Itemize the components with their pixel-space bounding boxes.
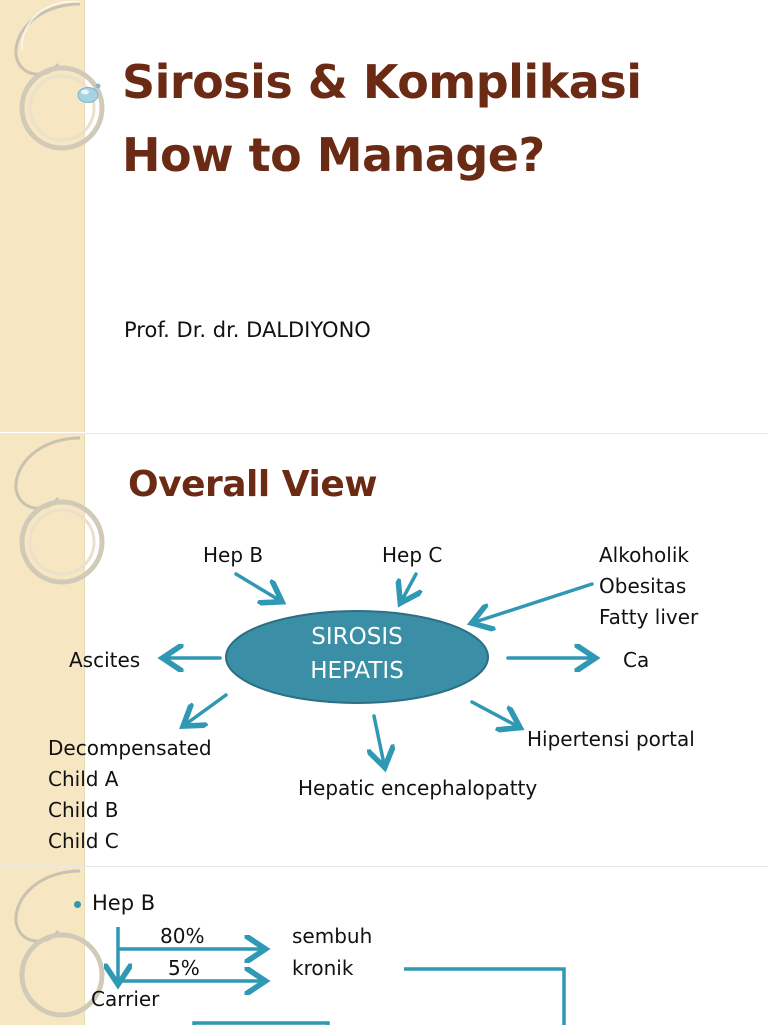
bullet-hep-b: Hep B — [92, 891, 156, 915]
center-label-line-1: SIROSIS — [311, 624, 403, 650]
ring-decoration — [14, 436, 105, 585]
bullet-dot — [74, 901, 81, 908]
decompensated-item: Child C — [48, 829, 119, 853]
ring-decoration — [14, 0, 105, 151]
cause-item: Alkoholik — [599, 543, 689, 567]
decompensated-list: Decompensated Child A Child B Child C — [48, 733, 212, 857]
center-label: SIROSIS HEPATIS — [226, 620, 488, 688]
cause-item: Obesitas — [599, 574, 687, 598]
decompensated-item: Child A — [48, 767, 119, 791]
arrow-hipertensi — [470, 700, 517, 726]
slide-title: Overall View — [128, 464, 378, 505]
decompensated-item: Child B — [48, 798, 119, 822]
arrow-alkoholik — [475, 582, 594, 622]
label-80-percent: 80% — [160, 924, 205, 948]
label-hep-b: Hep B — [203, 543, 264, 567]
decompensated-item: Decompensated — [48, 736, 212, 760]
arrow-hepc — [402, 572, 416, 600]
label-hipertensi: Hipertensi portal — [527, 727, 695, 751]
label-carrier: Carrier — [91, 987, 160, 1011]
label-ascites: Ascites — [69, 648, 141, 672]
slide-overall-view: Overall View SIROSIS HEPATIS Hep B Hep C… — [0, 433, 768, 866]
label-kronik: kronik — [292, 956, 354, 980]
label-hep-c: Hep C — [382, 543, 443, 567]
arrow-encephalopathy — [374, 714, 384, 764]
cause-item: Fatty liver — [599, 605, 699, 629]
ring-decoration — [14, 869, 105, 1018]
diagram-arrows — [0, 572, 768, 866]
label-sembuh: sembuh — [292, 924, 373, 948]
decorative-band — [0, 867, 85, 1025]
arrow-hepb — [234, 572, 279, 600]
label-5-percent: 5% — [168, 956, 200, 980]
causes-list: Alkoholik Obesitas Fatty liver — [599, 540, 698, 633]
slide-title: Sirosis & Komplikasi How to Manage? Prof… — [0, 0, 768, 432]
arrow-decompensated — [186, 693, 228, 724]
label-encephalopathy: Hepatic encephalopatty — [298, 776, 538, 800]
center-label-line-2: HEPATIS — [310, 658, 404, 684]
label-ca: Ca — [623, 648, 650, 672]
slide-hep-b: Hep B 80% 5% sembuh kronik Carrier — [0, 866, 768, 1025]
author-name: Prof. Dr. dr. DALDIYONO — [124, 318, 371, 342]
slide-title-line-2: How to Manage? — [122, 128, 545, 182]
bubble-icon — [77, 83, 101, 103]
center-ellipse — [225, 610, 489, 704]
slide-title-line-1: Sirosis & Komplikasi — [122, 55, 642, 109]
